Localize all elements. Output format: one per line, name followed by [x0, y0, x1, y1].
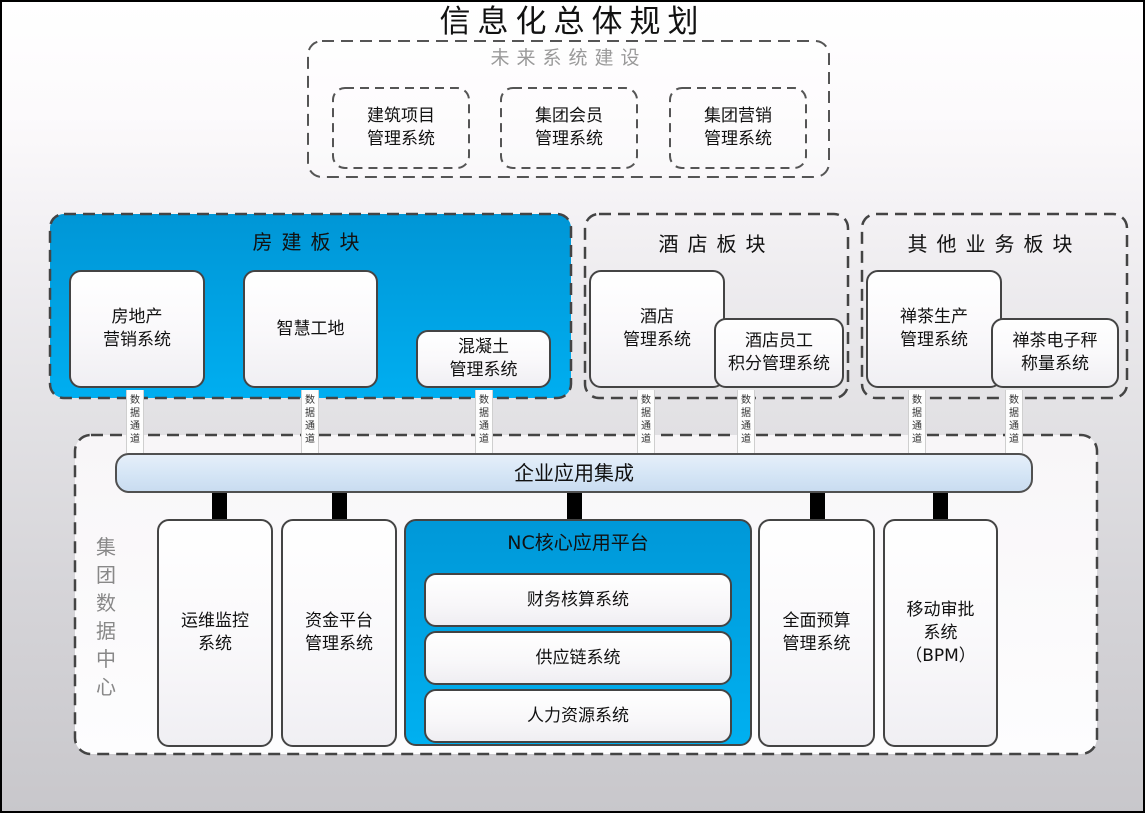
system-real-estate-marketing: 房地产 营销系统	[69, 270, 205, 388]
system-label-line: 管理系统	[449, 360, 518, 380]
data-channel-label: 数据通道	[741, 395, 751, 445]
system-treasury-platform: 资金平台 管理系统	[281, 519, 397, 747]
data-channel-label: 数据通道	[1009, 395, 1019, 445]
data-channel-label: 数据通道	[479, 395, 489, 445]
future-system-group-marketing: 集团营销 管理系统	[670, 88, 806, 168]
connector	[332, 493, 347, 520]
future-system-frame	[669, 87, 807, 169]
nc-module-supply-chain: 供应链系统	[424, 631, 732, 685]
system-label-line: 智慧工地	[276, 318, 345, 339]
system-label-line: 移动审批	[906, 599, 975, 620]
system-label-line: 混凝土	[458, 337, 509, 357]
future-system-frame	[332, 87, 470, 169]
data-channel-label: 数据通道	[641, 395, 651, 445]
nc-core-platform-title: NC核心应用平台	[507, 532, 649, 554]
system-label-line: 集团会员	[535, 106, 603, 126]
system-label-line: 禅茶生产	[900, 307, 968, 327]
system-label-line: 集团营销	[704, 106, 772, 126]
data-center-label: 集团数据中心	[96, 533, 118, 701]
system-label-line: 酒店员工	[745, 331, 813, 351]
connector	[933, 493, 948, 520]
data-channel-label: 数据通道	[912, 395, 922, 445]
nc-module-finance: 财务核算系统	[424, 573, 732, 627]
system-label-line: 系统	[923, 622, 958, 643]
system-label-line: 积分管理系统	[728, 354, 830, 374]
system-label-line: 系统	[198, 634, 232, 654]
system-label-line: 资金平台	[305, 611, 373, 631]
system-concrete-management: 混凝土 管理系统	[416, 330, 551, 388]
system-ops-monitoring: 运维监控 系统	[157, 519, 273, 747]
system-label-line: 管理系统	[623, 330, 691, 350]
system-smart-construction-site: 智慧工地	[243, 270, 378, 388]
future-system-group-member: 集团会员 管理系统	[501, 88, 637, 168]
data-channel: 数据通道	[908, 390, 926, 453]
system-label-line: 管理系统	[367, 129, 435, 149]
system-label-line: 运维监控	[181, 611, 249, 631]
enterprise-integration-bar: 企业应用集成	[115, 453, 1033, 493]
system-label-line: 酒店	[640, 307, 674, 327]
data-channel: 数据通道	[126, 390, 144, 453]
system-label-line: （BPM）	[905, 645, 976, 666]
system-mobile-approval-bpm: 移动审批 系统 （BPM）	[883, 519, 998, 747]
data-channel-label: 数据通道	[130, 395, 140, 445]
system-label-line: 管理系统	[704, 129, 772, 149]
system-label-line: 称量系统	[1021, 354, 1089, 374]
segment-other-container	[860, 212, 1129, 400]
connector	[810, 493, 825, 520]
system-zen-tea-scale: 禅茶电子秤 称量系统	[991, 318, 1119, 388]
future-system-frame	[500, 87, 638, 169]
segment-other-title: 其他业务板块	[907, 232, 1082, 256]
connector	[212, 493, 227, 520]
system-label-line: 管理系统	[900, 330, 968, 350]
data-channel: 数据通道	[737, 390, 755, 453]
system-label-line: 房地产	[111, 307, 163, 327]
data-channel: 数据通道	[1005, 390, 1023, 453]
segment-hotel-title: 酒店板块	[658, 232, 775, 256]
system-label-line: 营销系统	[103, 330, 171, 350]
system-label-line: 管理系统	[305, 634, 373, 654]
system-label-line: 建筑项目	[367, 106, 435, 126]
data-channel: 数据通道	[301, 390, 319, 453]
system-label-line: 管理系统	[782, 634, 851, 654]
system-label-line: 禅茶电子秤	[1012, 331, 1098, 351]
system-budget-management: 全面预算 管理系统	[758, 519, 875, 747]
future-systems-container	[307, 40, 830, 178]
connector	[567, 493, 582, 520]
future-section-title: 未来系统建设	[490, 47, 647, 69]
data-center-label-text: 集团数据中心	[96, 535, 116, 699]
future-system-construction-project: 建筑项目 管理系统	[333, 88, 469, 168]
system-hotel-management: 酒店 管理系统	[589, 270, 725, 388]
data-channel: 数据通道	[637, 390, 655, 453]
segment-real-estate-title: 房建板块	[252, 230, 369, 254]
data-channel-label: 数据通道	[305, 395, 315, 445]
system-hotel-staff-points: 酒店员工 积分管理系统	[714, 318, 844, 388]
data-channel: 数据通道	[475, 390, 493, 453]
system-zen-tea-production: 禅茶生产 管理系统	[866, 270, 1002, 388]
nc-module-human-resources: 人力资源系统	[424, 689, 732, 743]
page-title: 信息化总体规划	[439, 4, 706, 40]
segment-hotel-container	[583, 212, 850, 400]
system-label-line: 全面预算	[782, 611, 851, 631]
system-label-line: 管理系统	[535, 129, 603, 149]
